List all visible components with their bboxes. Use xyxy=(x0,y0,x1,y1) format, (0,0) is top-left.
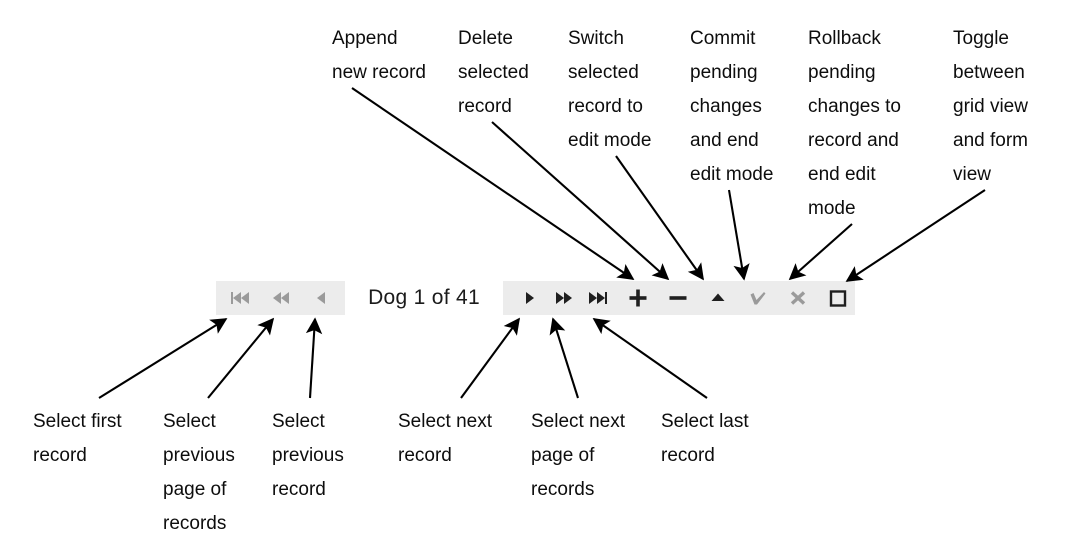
plus-icon xyxy=(629,289,647,307)
last-record-button[interactable] xyxy=(581,283,615,313)
delete-record-button[interactable] xyxy=(661,283,695,313)
leader-select-first-record xyxy=(98,318,228,399)
leader-select-previous-record xyxy=(305,317,323,399)
record-navigator-toolbar[interactable]: Dog 1 of 41 xyxy=(216,281,855,315)
annotation-switch-edit-mode: Switch selected record to edit mode xyxy=(568,28,652,151)
annotation-append-new-record: Append new record xyxy=(332,28,426,83)
navigator-left-segment xyxy=(216,281,346,315)
record-position-display: Dog 1 of 41 xyxy=(345,281,503,315)
leader-select-next-record xyxy=(460,317,520,399)
next-page-button[interactable] xyxy=(547,283,581,313)
minus-icon xyxy=(669,296,687,300)
annotation-select-previous-page: Select previous page of records xyxy=(163,411,235,534)
triangle-up-icon xyxy=(711,293,725,301)
skip-to-start-icon xyxy=(231,292,250,304)
annotation-rollback-changes: Rollback pending changes to record and e… xyxy=(808,28,901,219)
annotation-delete-selected: Delete selected record xyxy=(458,28,529,117)
leader-rollback-changes xyxy=(788,223,853,281)
play-forward-icon xyxy=(526,292,534,304)
check-icon xyxy=(750,292,766,305)
toggle-view-button[interactable] xyxy=(821,283,855,313)
annotation-select-next-page: Select next page of records xyxy=(531,411,625,500)
commit-changes-button[interactable] xyxy=(741,283,775,313)
leader-select-previous-page xyxy=(207,317,275,399)
annotation-select-last-record: Select last record xyxy=(661,411,749,466)
skip-to-end-icon xyxy=(589,292,607,304)
annotation-select-next-record: Select next record xyxy=(398,411,492,466)
annotation-select-first-record: Select first record xyxy=(33,411,122,466)
next-record-button[interactable] xyxy=(513,283,547,313)
navigator-right-segment xyxy=(503,281,855,315)
rewind-icon xyxy=(272,292,289,304)
leader-commit-changes xyxy=(727,189,750,281)
leader-select-next-page xyxy=(549,317,580,399)
rollback-changes-button[interactable] xyxy=(781,283,815,313)
play-back-icon xyxy=(316,292,325,304)
append-record-button[interactable] xyxy=(621,283,655,313)
annotation-commit-changes: Commit pending changes and end edit mode xyxy=(690,28,774,185)
annotation-toggle-view: Toggle between grid view and form view xyxy=(953,28,1028,185)
fast-forward-icon xyxy=(556,292,572,304)
square-outline-icon xyxy=(829,290,847,307)
previous-page-button[interactable] xyxy=(264,283,298,313)
annotation-select-previous-record: Select previous record xyxy=(272,411,344,500)
record-position-text: Dog 1 of 41 xyxy=(368,286,480,309)
first-record-button[interactable] xyxy=(223,283,257,313)
cross-icon xyxy=(790,291,806,305)
previous-record-button[interactable] xyxy=(304,283,338,313)
edit-record-button[interactable] xyxy=(701,283,735,313)
leader-select-last-record xyxy=(592,318,708,399)
